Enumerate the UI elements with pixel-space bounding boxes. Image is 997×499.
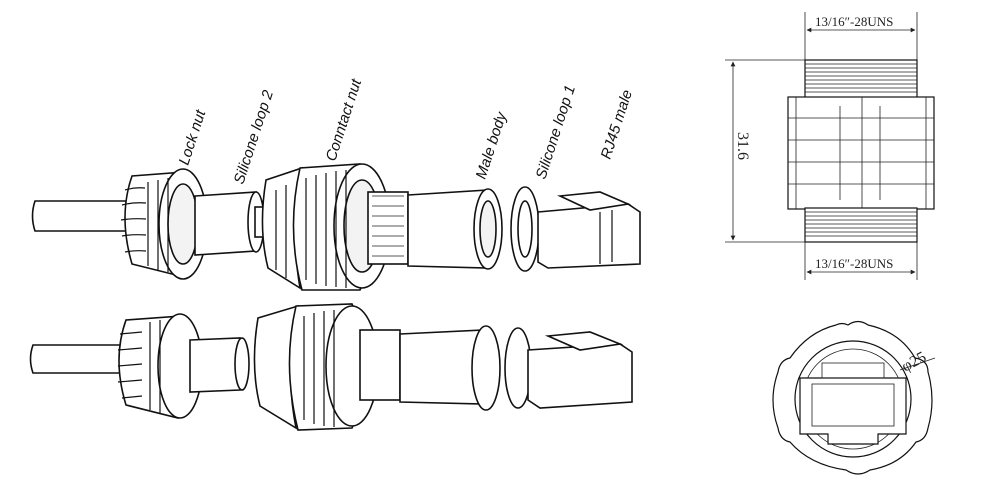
height-label: 31.6: [734, 132, 751, 160]
cable: [31, 200, 129, 232]
part-labels: Lock nut Silicone loop 2 Conntact nut Ma…: [176, 76, 636, 186]
label-male-body: Male body: [473, 109, 511, 181]
exploded-assembly: [31, 163, 641, 291]
silicone-loop-1: [510, 186, 540, 272]
threaded-insert: [367, 191, 409, 265]
male-body: [407, 188, 503, 270]
label-silicone-loop-1: Silicone loop 1: [533, 83, 579, 181]
contact-nut: [261, 163, 391, 291]
front-end-view: φ25: [772, 320, 936, 475]
label-contact-nut: Conntact nut: [323, 76, 366, 163]
label-rj45-male: RJ45 male: [598, 88, 636, 161]
label-lock-nut: Lock nut: [176, 107, 210, 167]
thread-bottom-label: 13/16″-28UNS: [815, 256, 893, 271]
assembled-view: [29, 303, 633, 431]
lock-nut: [120, 168, 208, 280]
side-dimension-view: 13/16″-28UNS 31.6 13/16″-28UNS: [725, 12, 935, 280]
label-silicone-loop-2: Silicone loop 2: [231, 88, 278, 187]
rj45-plug: [537, 191, 641, 269]
silicone-loop-2: [194, 191, 268, 256]
thread-top-label: 13/16″-28UNS: [815, 14, 893, 29]
